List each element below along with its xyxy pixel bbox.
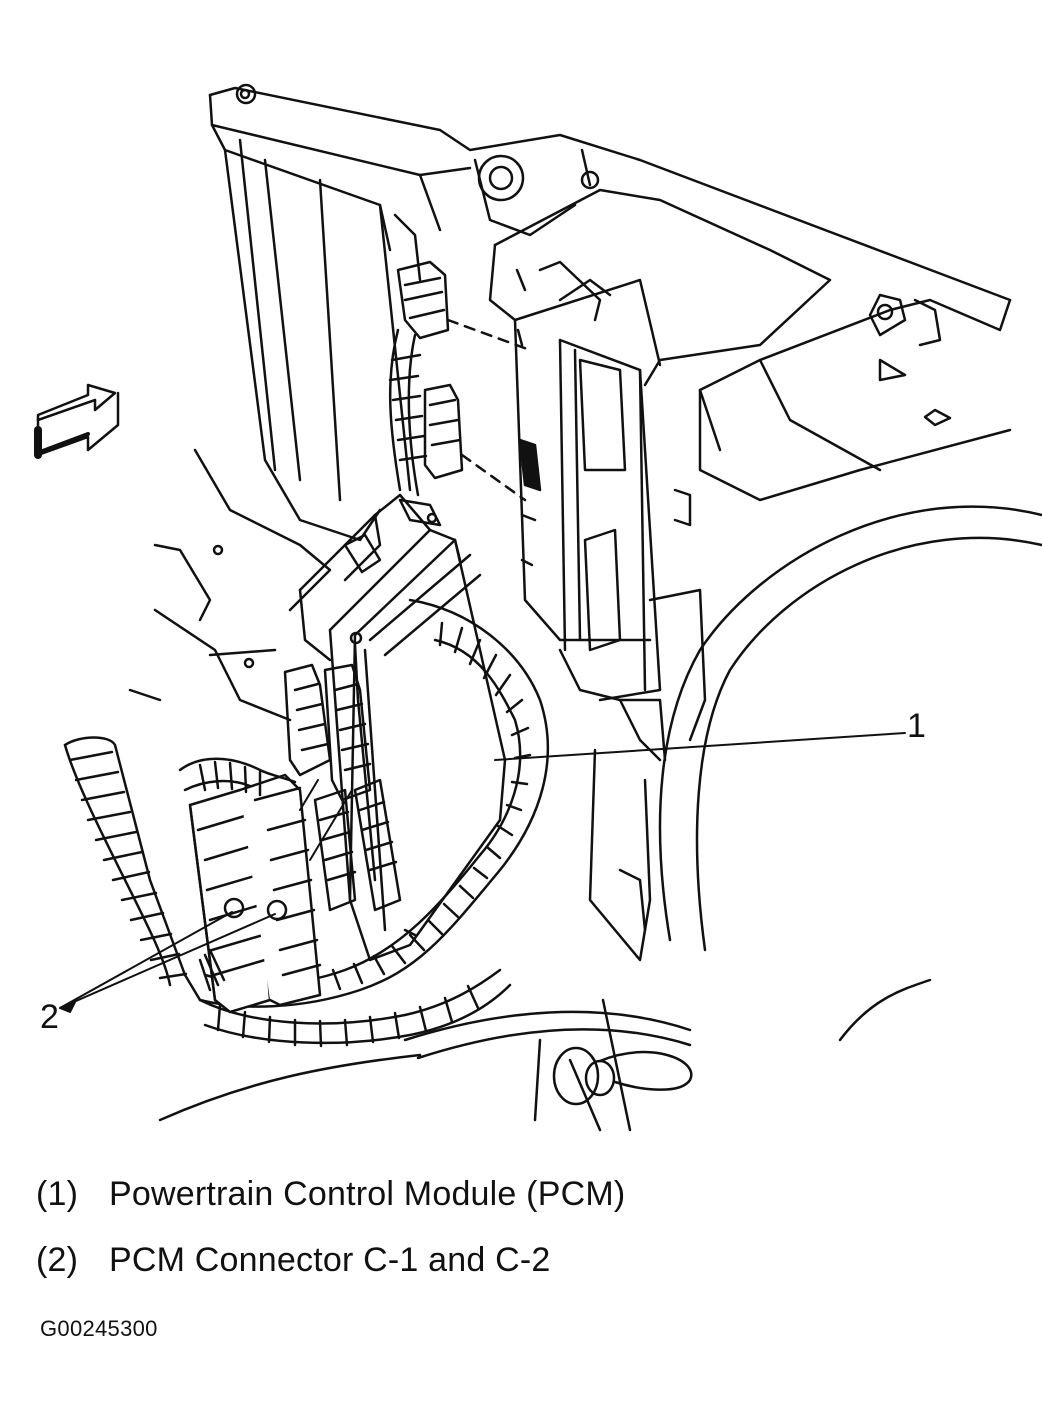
- legend-label: Powertrain Control Module (PCM): [109, 1175, 626, 1213]
- callout-label-1: 1: [907, 707, 926, 745]
- pcm-connectors-c1-c2: [178, 757, 322, 1014]
- leader-lines: [59, 732, 906, 1013]
- leader-line-2a: [59, 911, 233, 1009]
- leader-line-1: [494, 732, 906, 761]
- legend-item-connectors: (2) PCM Connector C-1 and C-2: [36, 1241, 1016, 1307]
- legend: (1) Powertrain Control Module (PCM) (2) …: [36, 1175, 1016, 1307]
- front-arrow-icon: [34, 383, 120, 459]
- powertrain-control-module: [283, 493, 507, 962]
- legend-label: PCM Connector C-1 and C-2: [109, 1241, 551, 1279]
- underbody-lines: [128, 448, 693, 1132]
- legend-number: (1): [36, 1175, 79, 1213]
- leader-line-2b: [59, 913, 276, 1009]
- legend-item-pcm: (1) Powertrain Control Module (PCM): [36, 1175, 1016, 1241]
- radiator-support: [208, 83, 1042, 1042]
- upper-harness-connectors: [388, 260, 532, 502]
- pcm-bracket: [488, 188, 832, 962]
- callout-label-2: 2: [40, 998, 59, 1036]
- figure-id: G00245300: [40, 1316, 158, 1341]
- pcm-location-diagram: [34, 83, 1042, 1132]
- legend-number: (2): [36, 1241, 79, 1279]
